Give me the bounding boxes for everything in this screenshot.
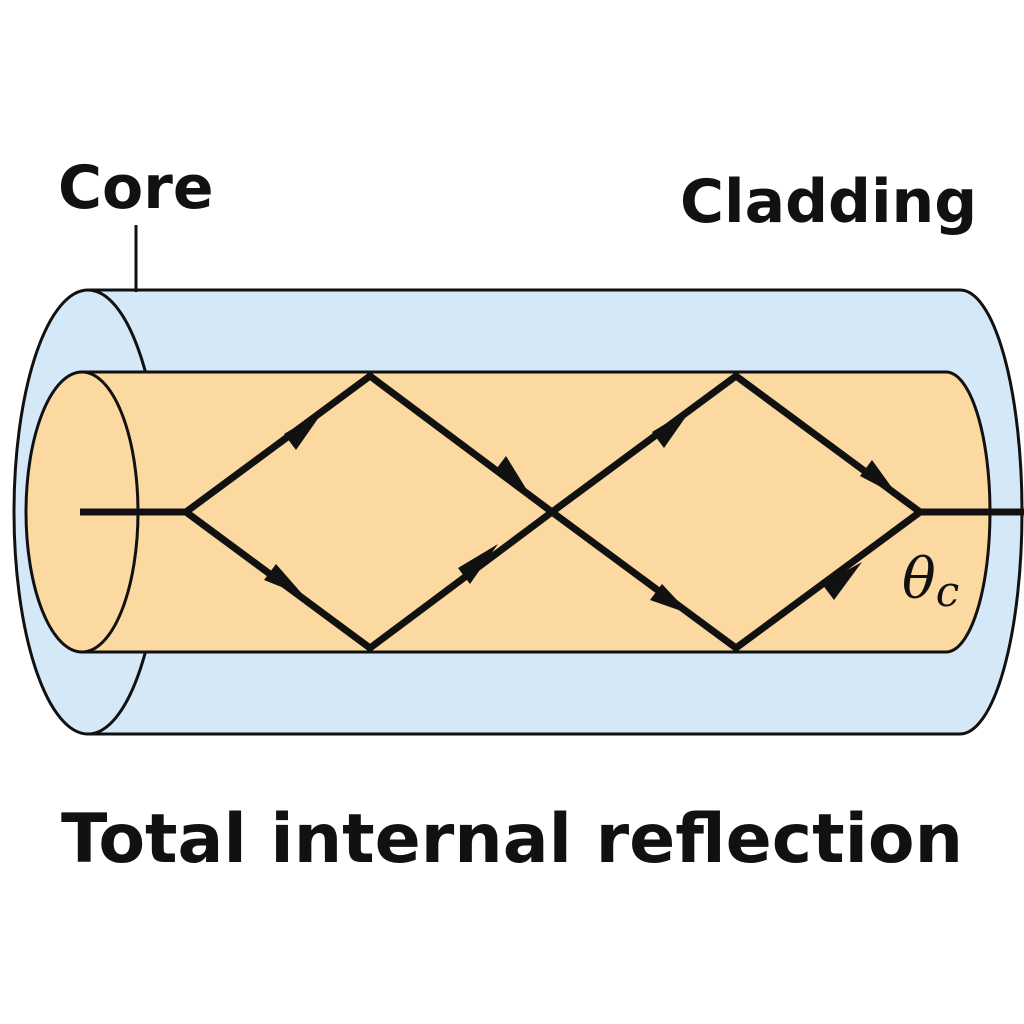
triangle-arrow-icon: [860, 460, 898, 496]
core-body: [80, 370, 992, 654]
triangle-arrow-icon: [652, 408, 692, 448]
core-label: Core: [58, 153, 214, 223]
triangle-arrow-icon: [284, 410, 324, 450]
triangle-arrow-icon: [822, 562, 862, 600]
theta-subscript: c: [936, 567, 960, 616]
triangle-arrow-icon: [458, 544, 498, 584]
triangle-arrow-icon: [650, 584, 690, 614]
cladding-label: Cladding: [680, 167, 977, 237]
direction-arrows: [264, 408, 898, 614]
triangle-arrow-icon: [264, 564, 304, 596]
caption-title: Total internal reflection: [61, 800, 963, 879]
lower-ray-path: [183, 507, 923, 653]
triangle-arrow-icon: [494, 456, 530, 495]
theta-symbol: θ: [902, 547, 936, 612]
critical-angle-label: θc: [902, 547, 959, 616]
